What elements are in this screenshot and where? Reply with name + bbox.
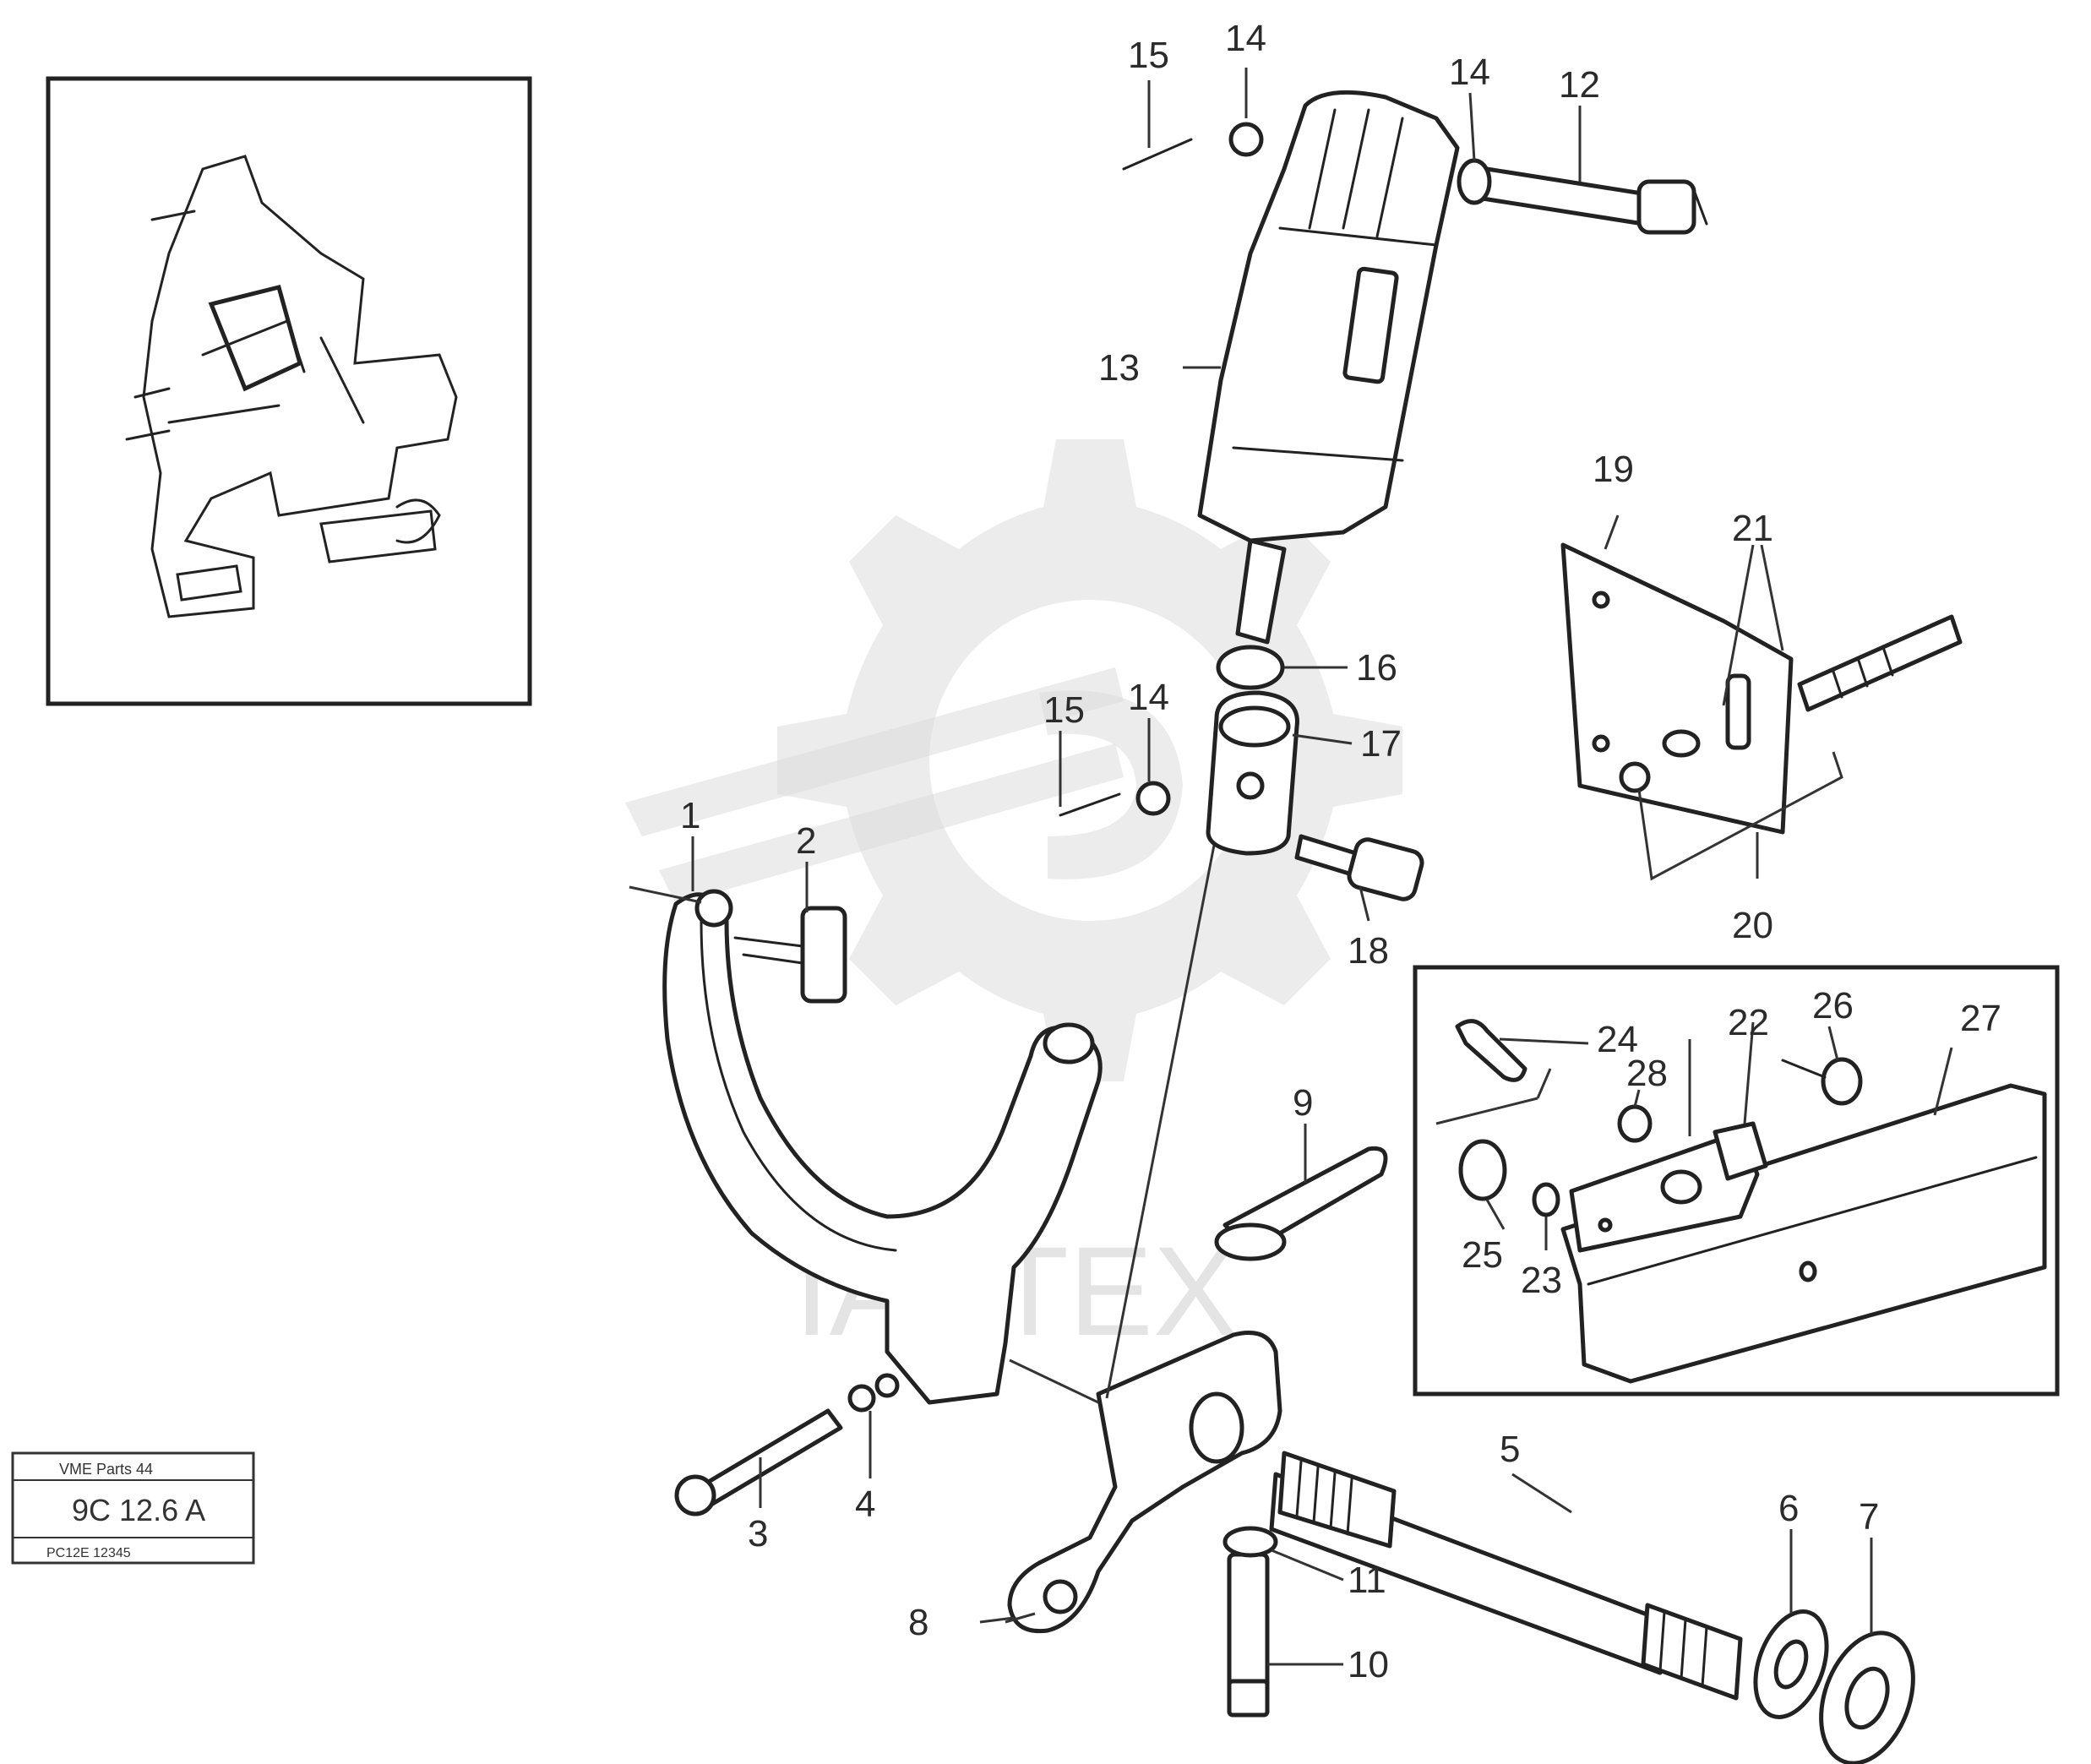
reference-box: VME Parts 44 9C 12.6 A PC12E 12345 bbox=[11, 1451, 255, 1565]
reference-line-1: VME Parts 44 bbox=[59, 1461, 153, 1478]
part-16-washer bbox=[1216, 645, 1285, 690]
callout-17: 17 bbox=[1360, 723, 1402, 765]
part-11-washer bbox=[1222, 1526, 1278, 1558]
part-9-key bbox=[1214, 1146, 1388, 1261]
part-5-shift-rod bbox=[1269, 1451, 1743, 1701]
part-13-cylinder bbox=[1197, 90, 1460, 645]
callout-13: 13 bbox=[1098, 347, 1140, 389]
part-24-screw bbox=[1455, 1019, 1527, 1082]
part-10-screw bbox=[1227, 1552, 1270, 1718]
part-27-bracket bbox=[1560, 1083, 2047, 1384]
callout-3: 3 bbox=[748, 1513, 768, 1554]
part-22-plate bbox=[1569, 1121, 1768, 1253]
part-18-screw bbox=[1294, 834, 1424, 901]
callout-11: 11 bbox=[1348, 1560, 1386, 1601]
part-8-lever bbox=[1005, 1331, 1282, 1634]
callout-15-middle: 15 bbox=[1043, 689, 1085, 731]
part-3-bolt bbox=[674, 1373, 900, 1516]
part-15-pin-middle bbox=[1059, 792, 1121, 817]
callout-27: 27 bbox=[1960, 998, 2001, 1039]
callout-24: 24 bbox=[1597, 1019, 1638, 1060]
inset-gearbox-sketch bbox=[125, 155, 458, 618]
part-14-nut-middle bbox=[1135, 781, 1171, 816]
callout-23: 23 bbox=[1521, 1260, 1562, 1301]
part-2-pin bbox=[733, 906, 847, 1004]
callout-25: 25 bbox=[1462, 1234, 1503, 1276]
part-7-washer bbox=[1819, 1631, 1915, 1764]
callout-10: 10 bbox=[1348, 1644, 1389, 1685]
leader-lines bbox=[691, 68, 1953, 1666]
callout-2: 2 bbox=[796, 820, 816, 862]
part-15-pin-top bbox=[1122, 138, 1193, 171]
part-14-nut-top bbox=[1228, 122, 1264, 157]
callout-26: 26 bbox=[1812, 985, 1854, 1026]
callout-14-top-right: 14 bbox=[1449, 52, 1490, 93]
part-6-washer bbox=[1753, 1609, 1829, 1719]
callout-20: 20 bbox=[1732, 905, 1773, 946]
callout-18: 18 bbox=[1348, 930, 1389, 972]
part-12-bolt bbox=[1480, 166, 1708, 235]
callout-7: 7 bbox=[1859, 1496, 1879, 1538]
part-25-bushing bbox=[1458, 1139, 1507, 1201]
part-26-nut bbox=[1781, 1057, 1863, 1106]
callout-1: 1 bbox=[680, 795, 700, 836]
callout-22: 22 bbox=[1728, 1002, 1769, 1043]
callout-15-top: 15 bbox=[1128, 35, 1169, 76]
inset-overview-box bbox=[46, 76, 532, 706]
part-23-washer bbox=[1532, 1182, 1560, 1217]
part-28-washer bbox=[1617, 1104, 1653, 1143]
callout-9: 9 bbox=[1293, 1082, 1313, 1124]
callout-16: 16 bbox=[1356, 647, 1397, 689]
detail-box bbox=[1413, 965, 2060, 1396]
reference-line-2: 9C 12.6 A bbox=[72, 1493, 205, 1527]
callout-14-middle: 14 bbox=[1128, 677, 1169, 718]
callout-14-top: 14 bbox=[1225, 18, 1266, 59]
callout-labels: 1 2 3 4 5 6 7 8 9 10 11 12 13 14 14 14 1… bbox=[680, 18, 2001, 1685]
callout-8: 8 bbox=[908, 1602, 928, 1643]
callout-4: 4 bbox=[855, 1484, 875, 1525]
reference-line-3: PC12E 12345 bbox=[46, 1546, 131, 1560]
callout-5: 5 bbox=[1500, 1429, 1520, 1470]
part-17-clamp bbox=[1206, 690, 1299, 856]
part-20-screw bbox=[1797, 614, 1963, 712]
part-14-washer-top-right bbox=[1457, 158, 1492, 205]
callout-6: 6 bbox=[1778, 1488, 1799, 1529]
callout-19: 19 bbox=[1593, 449, 1634, 490]
shift-fork bbox=[629, 885, 1103, 1405]
callout-28: 28 bbox=[1626, 1053, 1668, 1094]
callout-21: 21 bbox=[1732, 508, 1773, 549]
callout-12: 12 bbox=[1559, 64, 1600, 106]
part-19-plate bbox=[1560, 542, 1794, 835]
